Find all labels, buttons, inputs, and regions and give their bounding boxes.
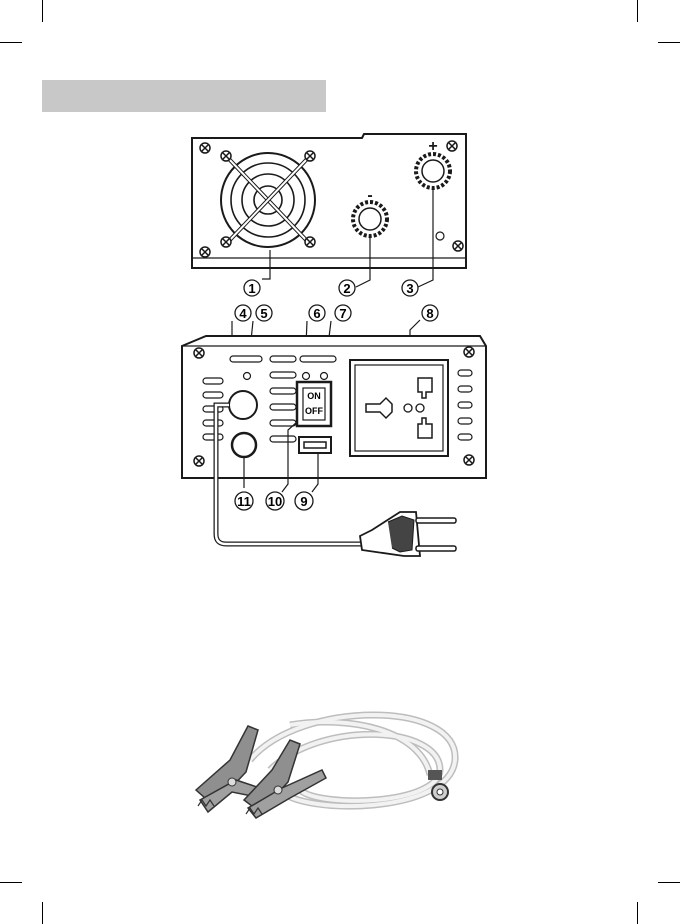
- callout-2: 2: [339, 280, 355, 296]
- svg-text:2: 2: [343, 281, 350, 296]
- callout-4: 4: [235, 305, 251, 321]
- ac-socket-icon: [350, 360, 448, 456]
- callout-8: 8: [422, 305, 438, 321]
- screw-icon: [447, 141, 457, 151]
- callout-3: 3: [402, 280, 418, 296]
- on-off-switch-icon: ON OFF: [297, 382, 331, 426]
- screw-icon: [200, 143, 210, 153]
- svg-text:4: 4: [239, 306, 247, 321]
- callout-10: 10: [266, 492, 284, 510]
- svg-text:11: 11: [237, 494, 251, 509]
- screw-icon: [453, 241, 463, 251]
- screw-icon: [200, 247, 210, 257]
- screw-icon: [464, 347, 474, 357]
- svg-text:6: 6: [313, 306, 320, 321]
- screw-icon: [464, 455, 474, 465]
- led-indicator-icon: [244, 373, 251, 380]
- svg-text:8: 8: [426, 306, 433, 321]
- screw-icon: [194, 348, 204, 358]
- callout-9: 9: [295, 492, 313, 510]
- power-cord-entry-icon: [229, 391, 257, 419]
- callout-5: 5: [256, 305, 272, 321]
- rear-panel: 4 5 6 7 8: [182, 305, 486, 556]
- svg-text:9: 9: [300, 494, 307, 509]
- battery-cable-clamps-image: [177, 712, 475, 824]
- led-indicator-icon: [303, 373, 310, 380]
- callout-11: 11: [235, 492, 253, 510]
- callout-6: 6: [309, 305, 325, 321]
- svg-text:5: 5: [260, 306, 267, 321]
- svg-text:1: 1: [248, 281, 255, 296]
- negative-sign: -: [367, 187, 372, 204]
- callout-1: 1: [244, 280, 260, 296]
- screw-icon: [194, 456, 204, 466]
- svg-text:7: 7: [339, 306, 346, 321]
- svg-text:3: 3: [406, 281, 413, 296]
- callout-7: 7: [335, 305, 351, 321]
- front-panel: - + 1 2 3: [192, 134, 466, 296]
- switch-off-label: OFF: [305, 406, 323, 416]
- svg-text:10: 10: [268, 494, 282, 509]
- fuse-holder-icon: [232, 433, 256, 457]
- switch-on-label: ON: [307, 391, 321, 401]
- usb-port-icon: [299, 437, 331, 453]
- led-indicator-icon: [321, 373, 328, 380]
- positive-sign: +: [428, 138, 437, 155]
